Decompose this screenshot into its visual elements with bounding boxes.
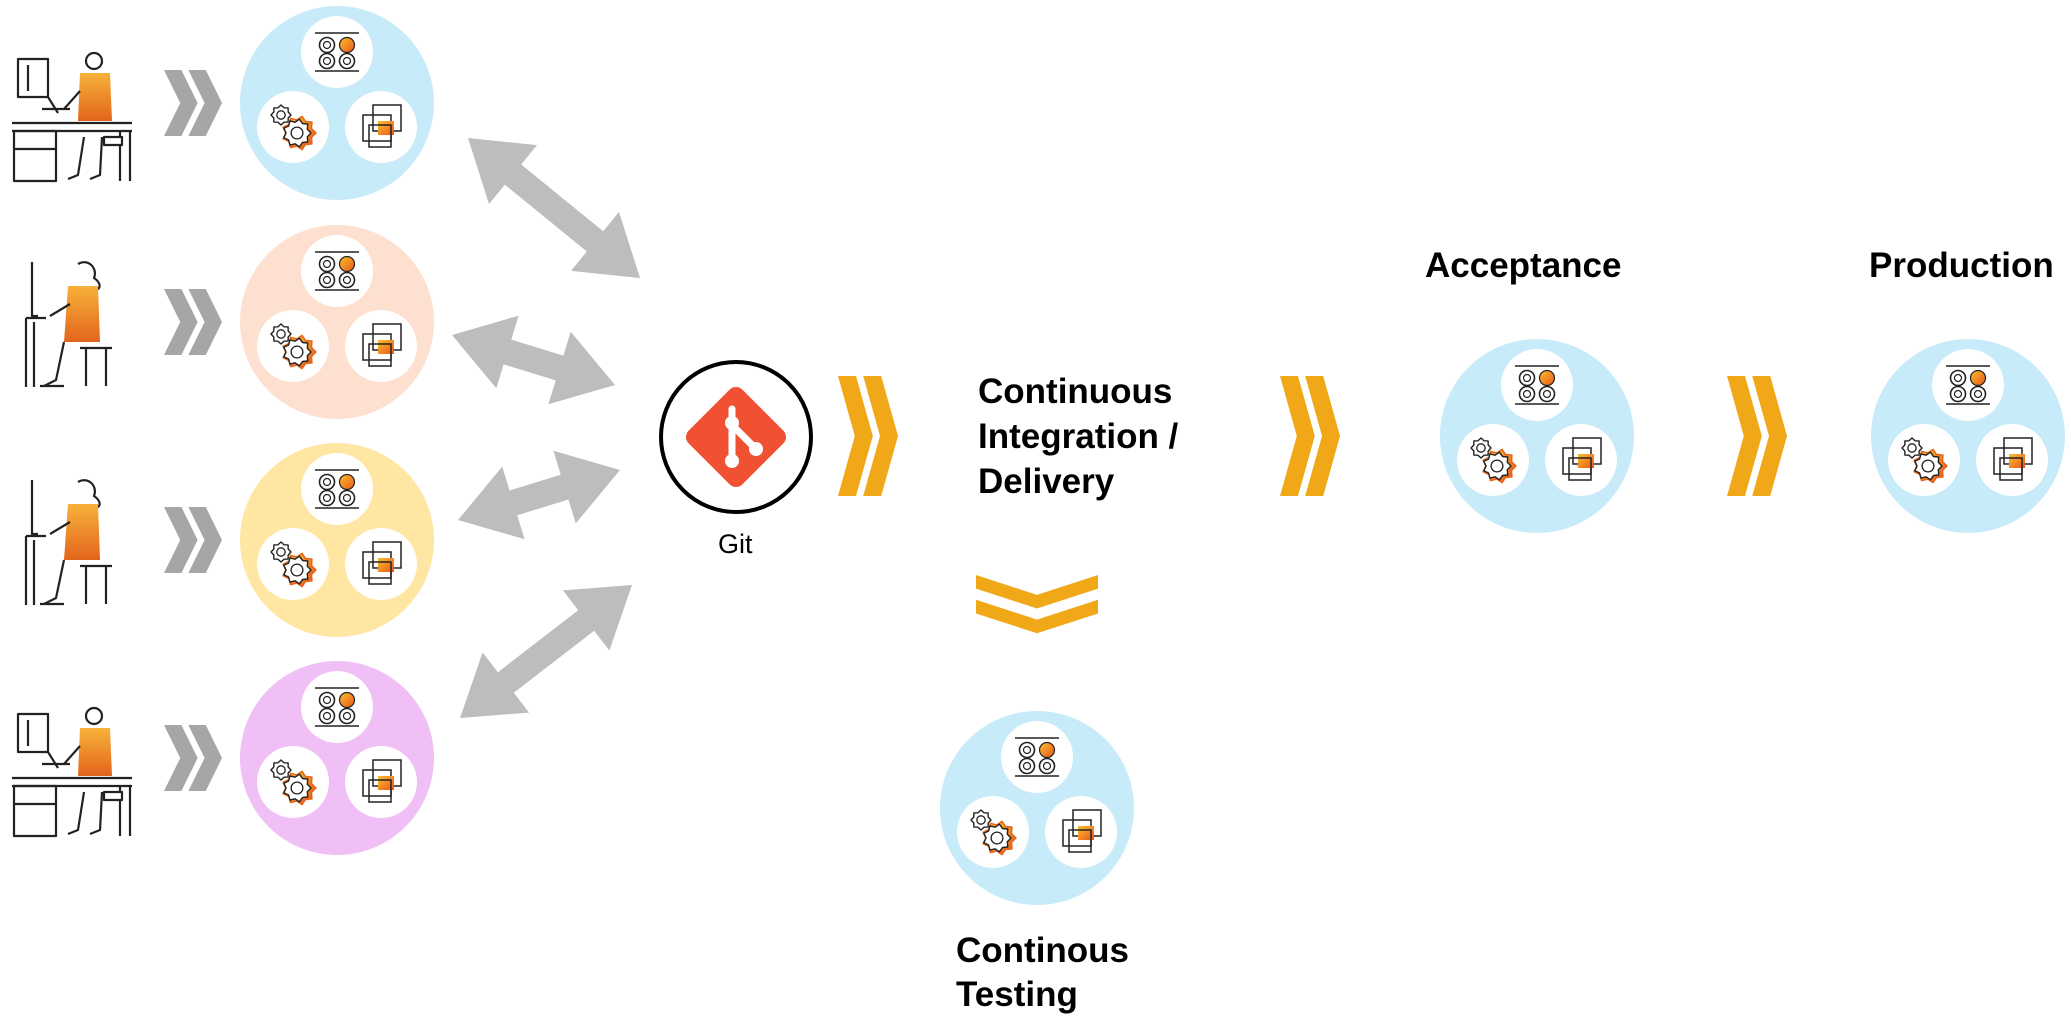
- gray-double-chevron: [164, 507, 222, 573]
- developer-seated-icon: [24, 261, 112, 388]
- ci-label-line2: Integration /: [978, 417, 1179, 456]
- settings-gears-icon: [1901, 437, 1948, 484]
- settings-gears-icon: [270, 541, 317, 588]
- testing-label-line2: Testing: [956, 975, 1078, 1014]
- layered-windows-icon: [362, 323, 402, 367]
- toggle-switches-icon: [1515, 365, 1559, 405]
- gray-double-chevron: [164, 289, 222, 355]
- toggle-switches-icon: [315, 251, 359, 291]
- layered-windows-icon: [1062, 809, 1102, 853]
- gray-double-chevron: [164, 725, 222, 791]
- testing-environment: [940, 711, 1134, 905]
- workstation-stack-icon: [240, 6, 434, 200]
- production-environment: [1871, 339, 2065, 533]
- ci-label-line1: Continuous: [978, 372, 1173, 411]
- layered-windows-icon: [362, 759, 402, 803]
- orange-double-chevron-acceptance: [1727, 376, 1787, 496]
- settings-gears-icon: [270, 104, 317, 151]
- git-label: Git: [718, 529, 753, 559]
- sync-arrow-4: [460, 585, 632, 718]
- settings-gears-icon: [1470, 437, 1517, 484]
- orange-double-chevron-git: [838, 376, 898, 496]
- workstation-stack-icon: [240, 661, 434, 855]
- acceptance-label: Acceptance: [1425, 246, 1622, 285]
- developer-desk-icon: [12, 706, 132, 838]
- settings-gears-icon: [970, 809, 1017, 856]
- git-logo-icon: [685, 386, 787, 488]
- sync-arrow-1: [468, 138, 640, 278]
- settings-gears-icon: [270, 323, 317, 370]
- toggle-switches-icon: [315, 32, 359, 72]
- testing-label-line1: Continous: [956, 931, 1130, 970]
- sync-arrow-3: [458, 450, 620, 540]
- git-node: [659, 360, 813, 514]
- orange-double-chevron-down: [976, 575, 1098, 634]
- layered-windows-icon: [1562, 437, 1602, 481]
- acceptance-environment: [1440, 339, 1634, 533]
- orange-double-chevron-ci: [1280, 376, 1340, 496]
- layered-windows-icon: [1993, 437, 2033, 481]
- settings-gears-icon: [270, 759, 317, 806]
- workstation-stack-icon: [240, 225, 434, 419]
- production-label: Production: [1869, 246, 2054, 285]
- toggle-switches-icon: [1015, 737, 1059, 777]
- layered-windows-icon: [362, 541, 402, 585]
- layered-windows-icon: [362, 104, 402, 148]
- sync-arrow-2: [452, 315, 615, 405]
- gray-double-chevron: [164, 70, 222, 136]
- ci-label-line3: Delivery: [978, 462, 1115, 501]
- workstation-stack-icon: [240, 443, 434, 637]
- toggle-switches-icon: [315, 469, 359, 509]
- developer-desk-icon: [12, 51, 132, 183]
- developer-seated-icon: [24, 479, 112, 606]
- toggle-switches-icon: [1946, 365, 1990, 405]
- toggle-switches-icon: [315, 687, 359, 727]
